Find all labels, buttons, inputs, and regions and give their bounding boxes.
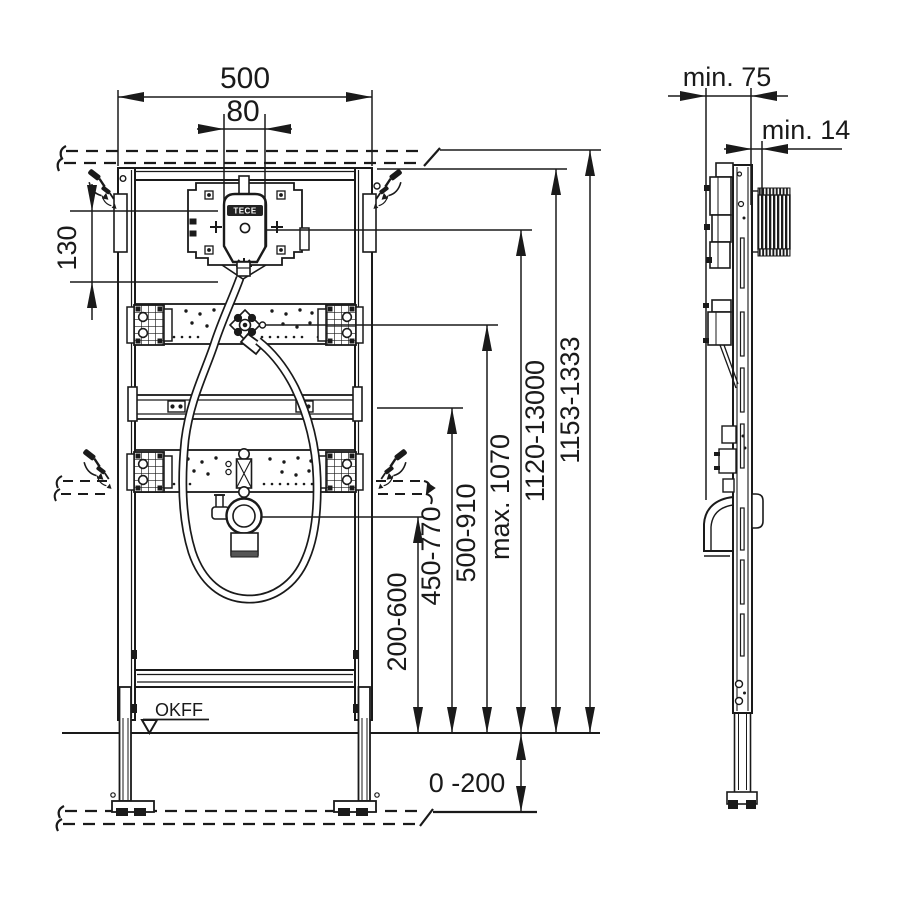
dim-label-crossbar-height: 450-770 bbox=[416, 506, 446, 605]
dim-floor-buildup: 0 -200 bbox=[429, 733, 526, 812]
dim-label-floor-buildup: 0 -200 bbox=[429, 768, 506, 798]
floor-level-marker: OKFF bbox=[140, 700, 209, 736]
flush-hose bbox=[178, 276, 322, 604]
dim-label-water-connection-height: 500-910 bbox=[451, 483, 481, 582]
valve-logo: TECE bbox=[233, 207, 257, 216]
raw-floor-lines bbox=[55, 805, 537, 832]
upper-mounting-plate bbox=[126, 303, 364, 356]
dim-valve-offset: 130 bbox=[52, 184, 218, 320]
side-drain-elbow bbox=[703, 495, 734, 557]
side-water-bracket bbox=[703, 299, 739, 389]
dim-label-valve-offset: 130 bbox=[52, 225, 82, 270]
wall-anchor-lines bbox=[53, 475, 436, 505]
side-dimensions: min. 75 min. 14 bbox=[668, 62, 850, 205]
side-view: min. 75 min. 14 bbox=[668, 62, 850, 809]
dim-actuation-width: 80 bbox=[197, 95, 292, 247]
dim-label-wall-depth: min. 75 bbox=[683, 62, 772, 92]
dim-water-connection-height: 500-910 bbox=[266, 324, 498, 733]
lower-mounting-plate bbox=[126, 447, 364, 498]
foot-left bbox=[111, 800, 155, 816]
flush-pipe-fitting bbox=[225, 447, 253, 498]
side-valve-bracket bbox=[704, 162, 734, 269]
urinal-drain bbox=[211, 494, 263, 558]
flush-valve-assembly bbox=[187, 175, 310, 280]
dimensions: 500 80 130 bbox=[52, 62, 601, 812]
dim-overall-width: 500 bbox=[117, 62, 373, 166]
dim-crossbar-height: 450-770 bbox=[377, 407, 463, 733]
okff-label: OKFF bbox=[155, 700, 203, 720]
foot-right bbox=[333, 800, 377, 816]
dim-label-frame-total-height: 1153-1333 bbox=[555, 336, 585, 463]
dim-valve-height: max. 1070 bbox=[267, 229, 532, 733]
dim-label-overall-width: 500 bbox=[220, 62, 270, 95]
dim-wall-depth: min. 75 bbox=[668, 62, 788, 205]
cross-rail bbox=[127, 386, 363, 422]
dim-cover-depth: min. 14 bbox=[724, 115, 850, 196]
protection-box bbox=[752, 187, 791, 257]
dim-label-cover-depth: min. 14 bbox=[762, 115, 851, 145]
ceiling-section-lines bbox=[56, 145, 441, 172]
dim-label-actuation-width: 80 bbox=[226, 95, 259, 128]
dim-frame-total-height: 1153-1333 bbox=[440, 149, 601, 733]
side-lower-brackets bbox=[714, 425, 737, 493]
side-leg bbox=[726, 712, 758, 809]
dim-label-valve-height: max. 1070 bbox=[485, 434, 515, 560]
dim-frame-top-min: 1120-13000 bbox=[377, 168, 567, 733]
dim-label-drain-height: 200-600 bbox=[382, 572, 412, 671]
water-connection-fitting bbox=[228, 308, 267, 342]
front-view: TECE OKFF 500 bbox=[52, 62, 601, 832]
dim-label-frame-top-min: 1120-13000 bbox=[520, 360, 550, 502]
side-drain-socket bbox=[751, 493, 764, 529]
dim-drain-height: 200-600 bbox=[262, 516, 424, 733]
